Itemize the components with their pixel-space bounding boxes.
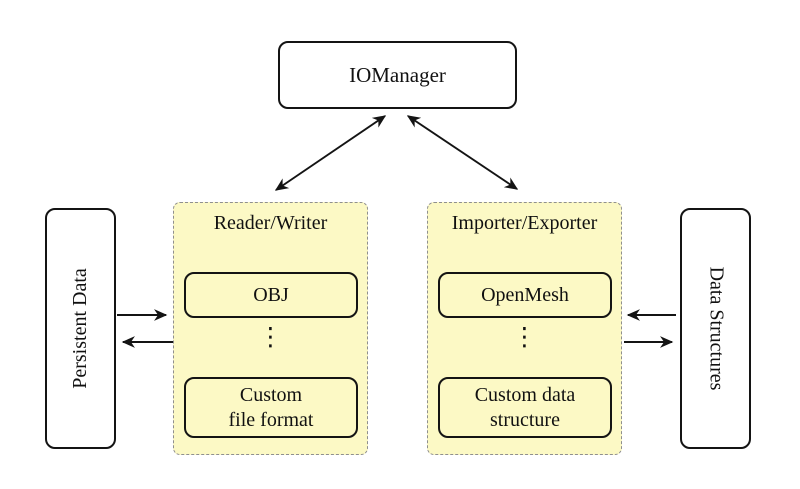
data-structures-box: Data Structures xyxy=(680,208,751,449)
importer-exporter-group: Importer/Exporter OpenMesh ⋮ Custom data… xyxy=(427,202,622,455)
obj-box: OBJ xyxy=(184,272,358,318)
custom-data-structure-line1: Custom data xyxy=(474,384,576,407)
arrow-iomanager-importerexporter xyxy=(406,115,519,190)
reader-writer-group: Reader/Writer OBJ ⋮ Custom file format xyxy=(173,202,368,455)
vertical-dots: ⋮ xyxy=(258,322,283,351)
openmesh-label: OpenMesh xyxy=(481,283,569,306)
obj-label: OBJ xyxy=(253,283,289,306)
openmesh-box: OpenMesh xyxy=(438,272,612,318)
reader-writer-title: Reader/Writer xyxy=(213,212,328,234)
data-structures-label: Data Structures xyxy=(705,266,728,391)
custom-data-structure-box: Custom data structure xyxy=(438,377,612,438)
importer-exporter-title: Importer/Exporter xyxy=(451,212,598,234)
vertical-dots: ⋮ xyxy=(512,322,537,351)
custom-data-structure-line2: structure xyxy=(490,408,560,431)
persistent-data-label: Persistent Data xyxy=(69,268,91,389)
custom-file-format-box: Custom file format xyxy=(184,377,358,438)
iomanager-box: IOManager xyxy=(278,41,517,109)
iomanager-label: IOManager xyxy=(349,62,446,87)
persistent-data-box: Persistent Data xyxy=(45,208,116,449)
custom-file-format-line1: Custom xyxy=(239,384,303,407)
custom-file-format-line2: file format xyxy=(228,408,314,431)
arrow-iomanager-readerwriter xyxy=(274,115,387,191)
